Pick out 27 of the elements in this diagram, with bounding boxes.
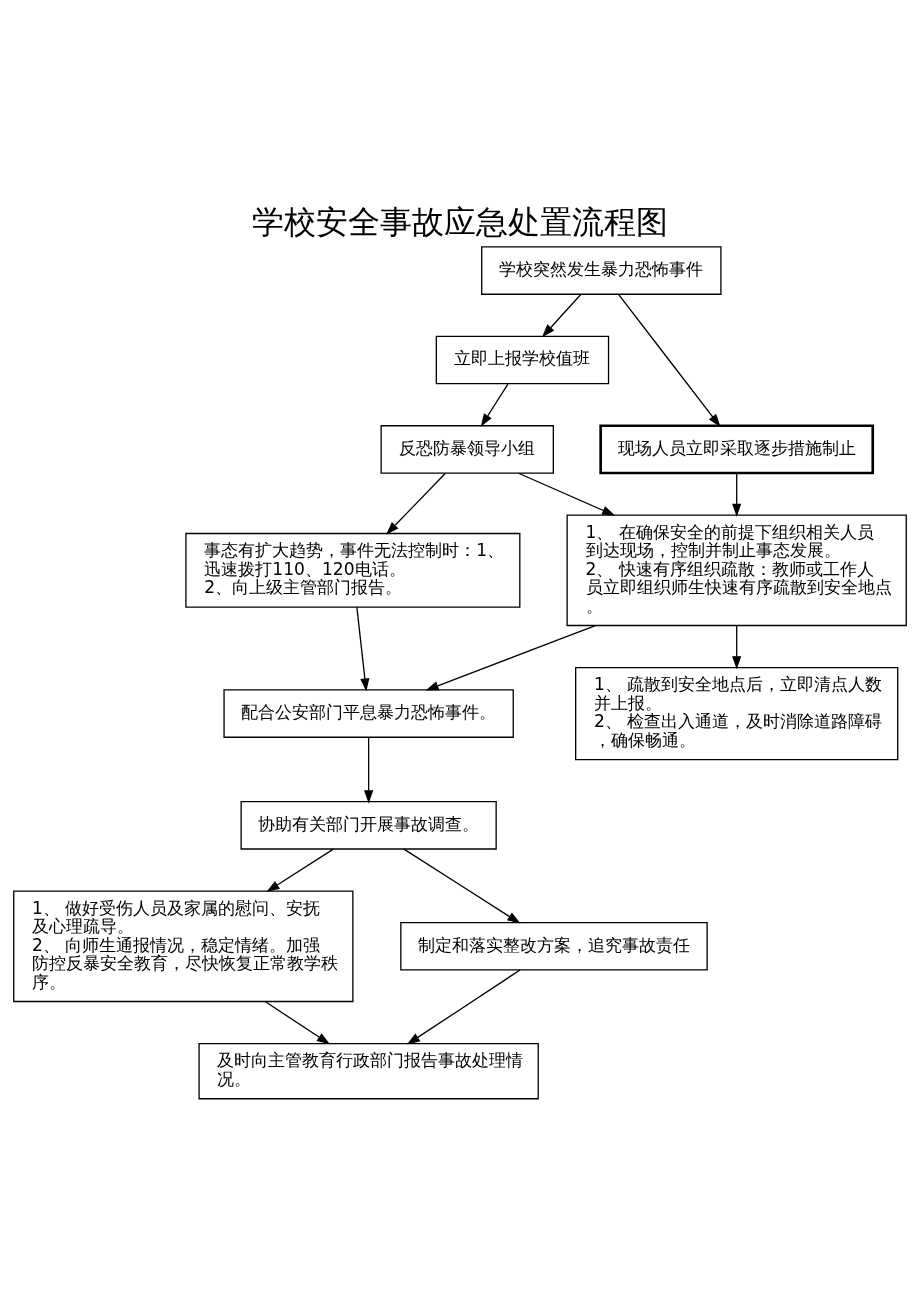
arrow	[386, 472, 446, 535]
arrow	[264, 1000, 330, 1045]
node-box: 1、 疏散到安全地点后，立即清点人数并上报。 2、 检查出入通道，及时消除道路障碍，确保畅通。	[575, 666, 899, 761]
node-box: 1、 做好受伤人员及家属的慰问、安抚及心理疏导。 2、 向师生通报情况，稳定情绪。加强防控反暴安全教育，尽快恢复正常教学秩序。	[13, 890, 354, 1003]
arrow	[266, 848, 334, 892]
arrow	[541, 294, 582, 338]
arrow	[364, 736, 374, 804]
node-box: 协助有关部门开展事故调查。	[240, 801, 497, 850]
arrow	[403, 848, 521, 924]
node-box: 事态有扩大趋势，事件无法控制时：1、迅速拨打110、120电话。 2、向上级主管部门报告。	[185, 532, 521, 608]
node-box: 学校突然发生暴力恐怖事件	[481, 246, 722, 295]
node-box: 反恐防暴领导小组	[380, 425, 554, 474]
diagram-title: 学校安全事故应急处置流程图	[252, 203, 668, 240]
arrow	[356, 606, 370, 692]
node-box: 制定和落实整改方案，追究事故责任	[400, 921, 708, 971]
arrow	[732, 624, 742, 670]
arrow	[406, 969, 521, 1045]
node-box: 现场人员立即采取逐步措施制止	[599, 424, 875, 475]
arrow	[517, 472, 616, 516]
node-box: 配合公安部门平息暴力恐怖事件。	[223, 689, 514, 738]
node-box: 1、 在确保安全的前提下组织相关人员到达现场，控制并制止事态发展。 2、 快速有序组织疏散：教师或工作人员立即组织师生快速有序疏散到安全地点。	[566, 514, 907, 627]
node-box: 立即上报学校值班	[435, 335, 610, 385]
arrow	[732, 472, 742, 517]
node-box: 及时向主管教育行政部门报告事故处理情况。	[198, 1042, 539, 1100]
arrow	[480, 383, 509, 427]
arrow	[425, 624, 597, 691]
arrow	[618, 293, 721, 428]
